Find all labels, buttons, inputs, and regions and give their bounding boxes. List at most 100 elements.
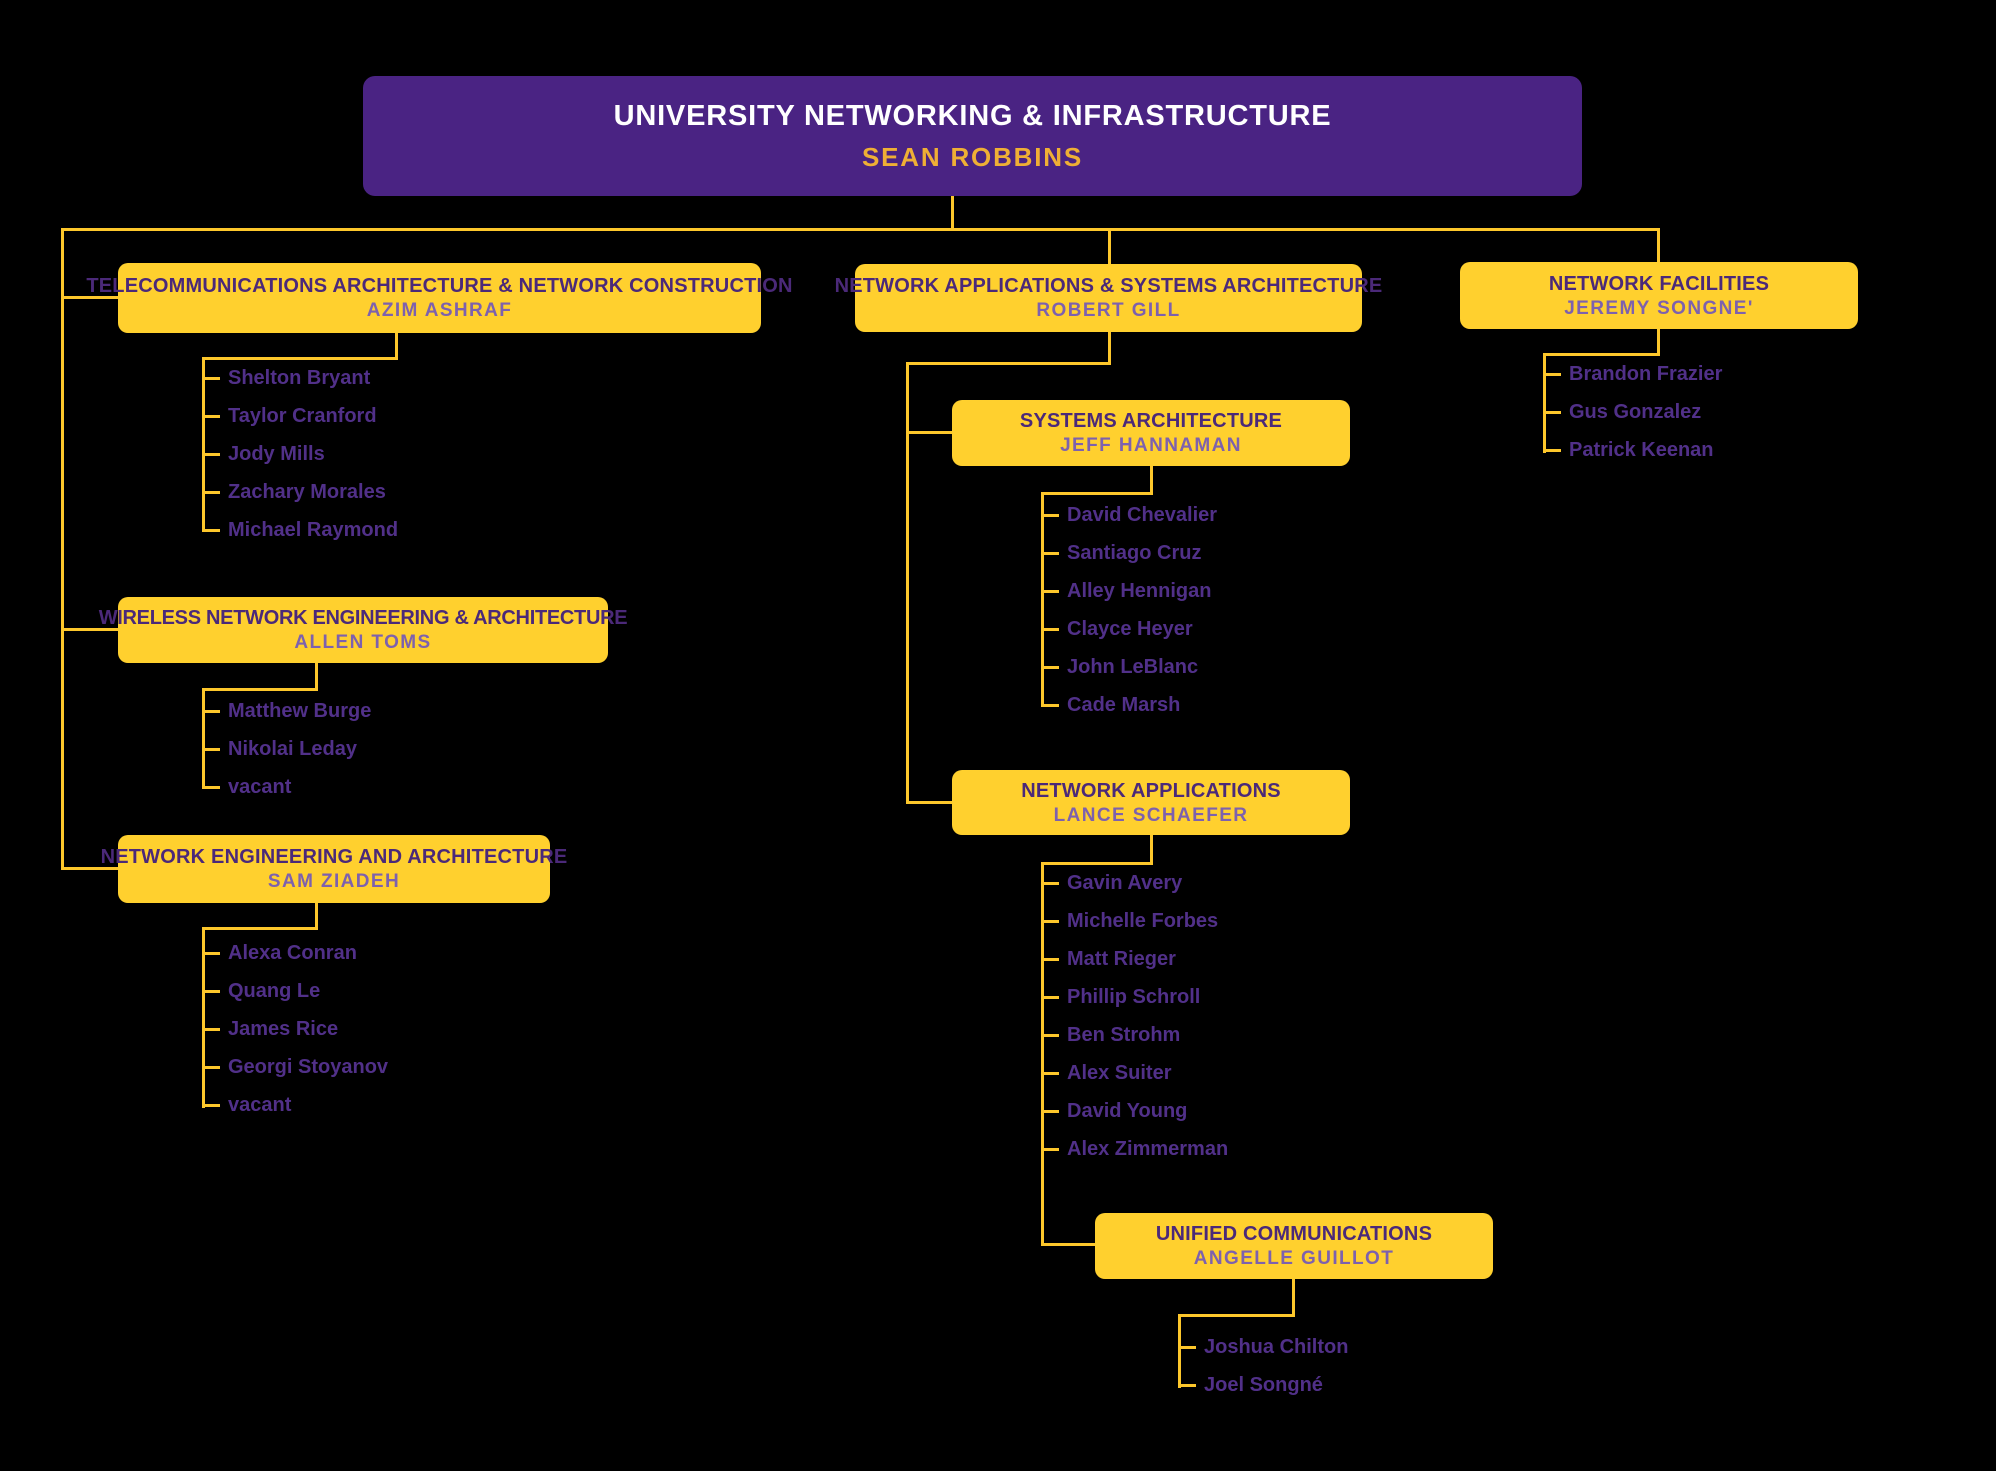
connector-neteng-elbow [202, 927, 318, 930]
member-row: Brandon Frazier [1543, 355, 1722, 393]
member-name: Zachary Morales [228, 480, 386, 503]
member-name: Alex Suiter [1067, 1061, 1172, 1084]
member-row: Matt Rieger [1041, 940, 1228, 978]
member-row: Nikolai Leday [202, 730, 371, 768]
connector-wireless-elbow [202, 688, 318, 691]
member-name: John LeBlanc [1067, 655, 1199, 678]
connector-rg-spine [906, 362, 909, 804]
member-row: Phillip Schroll [1041, 978, 1228, 1016]
connector-right-drop [1657, 228, 1660, 262]
member-name: Gus Gonzalez [1569, 400, 1702, 423]
member-row: Taylor Cranford [202, 397, 398, 435]
member-row: Quang Le [202, 972, 388, 1010]
connector-stub-wireless [61, 628, 118, 631]
member-name: Shelton Bryant [228, 366, 371, 389]
member-row: Ben Strohm [1041, 1016, 1228, 1054]
member-row: David Chevalier [1041, 496, 1217, 534]
dept-box-sysarch: SYSTEMS ARCHITECTURE JEFF HANNAMAN [952, 400, 1350, 466]
member-row: David Young [1041, 1092, 1228, 1130]
connector-stub-telecom [61, 296, 118, 299]
dept-title: SYSTEMS ARCHITECTURE [1019, 410, 1283, 432]
member-name: Michelle Forbes [1067, 909, 1219, 932]
dept-title: NETWORK APPLICATIONS [1021, 779, 1281, 802]
member-name: Cade Marsh [1067, 693, 1181, 716]
dept-manager: JEFF HANNAMAN [1060, 435, 1242, 456]
member-row: Shelton Bryant [202, 359, 398, 397]
member-name: vacant [228, 775, 292, 798]
member-name: David Young [1067, 1099, 1188, 1122]
dept-title: UNIFIED COMMUNICATIONS [1155, 1223, 1433, 1245]
member-name: Joel Songné [1204, 1373, 1323, 1396]
dept-manager: ANGELLE GUILLOT [1193, 1248, 1395, 1269]
member-name: Brandon Frazier [1569, 362, 1723, 385]
connector-uc-spine [1178, 1314, 1181, 1388]
member-name: Santiago Cruz [1067, 541, 1202, 564]
connector-netapps-elbow [1041, 862, 1153, 865]
member-row: Alley Hennigan [1041, 572, 1217, 610]
member-row: Zachary Morales [202, 473, 398, 511]
member-name: vacant [228, 1093, 292, 1116]
connector-nf-drop [1657, 329, 1660, 356]
connector-rg-drop [1108, 332, 1111, 365]
connector-left-spine [61, 228, 64, 870]
member-name: Jody Mills [228, 442, 325, 465]
connector-nf-spine [1543, 353, 1546, 453]
member-name: Michael Raymond [228, 518, 399, 541]
connector-telecom-spine [202, 357, 205, 532]
member-row: Alex Zimmerman [1041, 1130, 1228, 1168]
member-row: Michael Raymond [202, 511, 398, 549]
member-name: Phillip Schroll [1067, 985, 1201, 1008]
dept-box-facilities: NETWORK FACILITIES JEREMY SONGNE' [1460, 262, 1858, 329]
root-box: UNIVERSITY NETWORKING & INFRASTRUCTURE S… [363, 76, 1582, 196]
dept-box-netapps: NETWORK APPLICATIONS LANCE SCHAEFER [952, 770, 1350, 835]
dept-manager: ALLEN TOMS [294, 632, 432, 653]
member-row: Jody Mills [202, 435, 398, 473]
member-name: Taylor Cranford [228, 404, 377, 427]
member-name: James Rice [228, 1017, 339, 1040]
member-row: Gavin Avery [1041, 864, 1228, 902]
connector-neteng-drop [315, 903, 318, 930]
connector-neteng-spine [202, 927, 205, 1108]
dept-manager: SAM ZIADEH [267, 871, 401, 892]
connector-nf-elbow [1543, 353, 1660, 356]
member-name: Matt Rieger [1067, 947, 1176, 970]
member-name: Nikolai Leday [228, 737, 357, 760]
member-row: Clayce Heyer [1041, 610, 1217, 648]
connector-uc-elbow [1178, 1314, 1295, 1317]
connector-telecom-drop [395, 333, 398, 360]
connector-wireless-spine [202, 688, 205, 789]
member-row: John LeBlanc [1041, 648, 1217, 686]
connector-sysarch-spine [1041, 492, 1044, 707]
dept-box-telecom: TELECOMMUNICATIONS ARCHITECTURE & NETWOR… [86, 263, 792, 333]
connector-netapps-stub-uc [1041, 1243, 1095, 1246]
member-row: Alexa Conran [202, 934, 388, 972]
dept-title: WIRELESS NETWORK ENGINEERING & ARCHITECT… [98, 607, 628, 629]
dept-box-netapps-sysarch: NETWORK APPLICATIONS & SYSTEMS ARCHITECT… [835, 264, 1382, 332]
member-name: Alley Hennigan [1067, 579, 1212, 602]
member-name: Alex Zimmerman [1067, 1137, 1229, 1160]
member-name: Patrick Keenan [1569, 438, 1714, 461]
member-name: Gavin Avery [1067, 871, 1183, 894]
member-row: Cade Marsh [1041, 686, 1217, 724]
dept-manager: AZIM ASHRAF [366, 300, 513, 321]
connector-uc-drop [1292, 1279, 1295, 1317]
dept-manager: LANCE SCHAEFER [1053, 804, 1249, 826]
member-name: David Chevalier [1067, 503, 1218, 526]
member-row: Alex Suiter [1041, 1054, 1228, 1092]
dept-title: TELECOMMUNICATIONS ARCHITECTURE & NETWOR… [86, 275, 793, 297]
dept-title: NETWORK ENGINEERING AND ARCHITECTURE [100, 846, 568, 868]
member-row: Joshua Chilton [1178, 1328, 1348, 1366]
member-name: Clayce Heyer [1067, 617, 1193, 640]
member-row: vacant [202, 1086, 388, 1124]
root-title: UNIVERSITY NETWORKING & INFRASTRUCTURE [613, 99, 1332, 132]
member-row: Michelle Forbes [1041, 902, 1228, 940]
connector-telecom-elbow [202, 357, 398, 360]
connector-netapps-drop [1150, 835, 1153, 865]
member-name: Georgi Stoyanov [228, 1055, 389, 1078]
member-row: vacant [202, 768, 371, 806]
